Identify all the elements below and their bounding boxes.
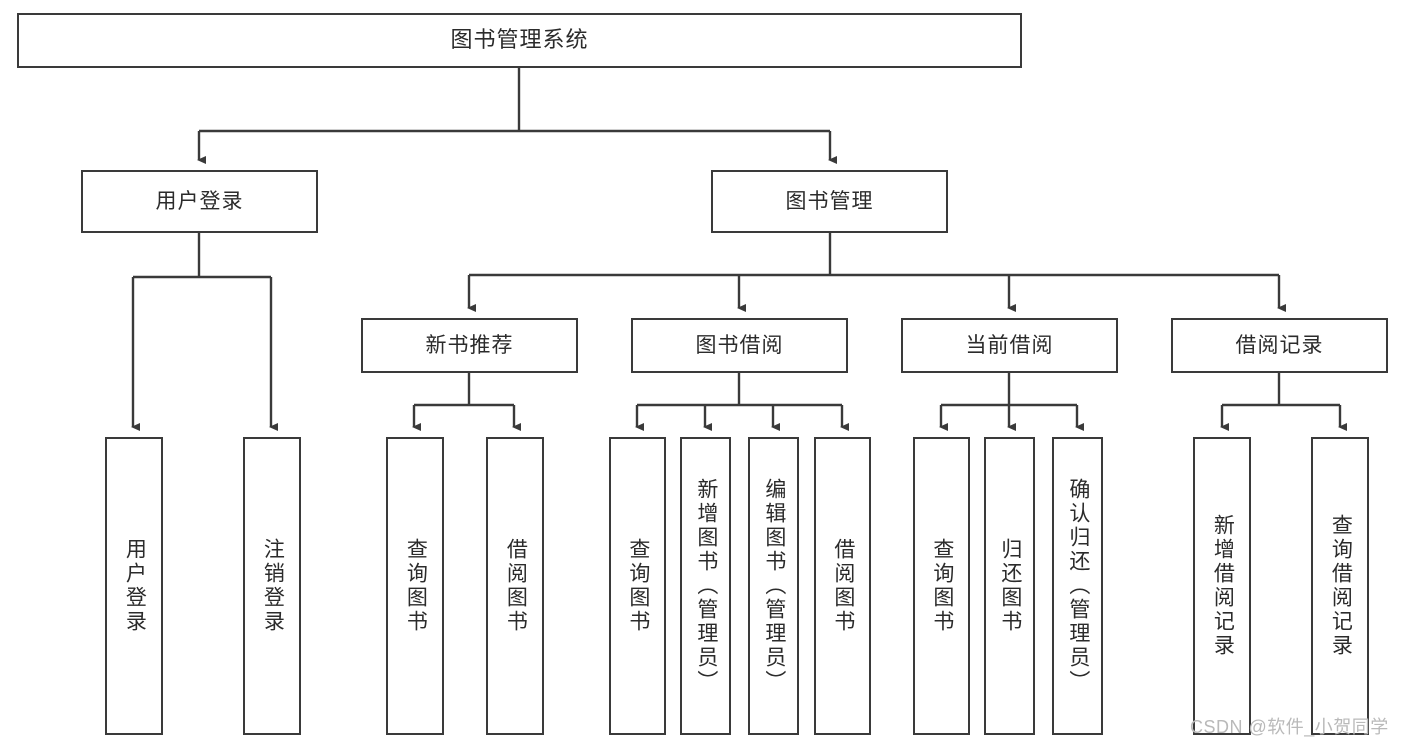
node-borrow-record[interactable]: 借阅记录 [1171, 318, 1388, 373]
node-book-borrow[interactable]: 图书借阅 [631, 318, 848, 373]
leaf-label: 查询图书 [930, 538, 954, 634]
leaf-borrow-record-add[interactable]: 新增借阅记录 [1193, 437, 1251, 735]
node-book-management-label: 图书管理 [785, 189, 874, 213]
leaf-book-borrow-edit[interactable]: 编辑图书（管理员） [748, 437, 799, 735]
node-user-login-label: 用户登录 [155, 189, 244, 213]
node-user-login[interactable]: 用户登录 [81, 170, 318, 233]
leaf-label: 编辑图书（管理员） [762, 478, 786, 694]
leaf-book-borrow-add[interactable]: 新增图书（管理员） [680, 437, 731, 735]
leaf-label: 注销登录 [261, 538, 285, 634]
leaf-book-borrow-borrow[interactable]: 借阅图书 [814, 437, 871, 735]
leaf-book-borrow-query[interactable]: 查询图书 [609, 437, 666, 735]
leaf-label: 查询图书 [626, 538, 650, 634]
leaf-current-borrow-confirm[interactable]: 确认归还（管理员） [1052, 437, 1103, 735]
leaf-label: 查询图书 [404, 538, 428, 634]
leaf-label: 确认归还（管理员） [1066, 478, 1090, 694]
node-new-book-recommend-label: 新书推荐 [425, 333, 514, 357]
leaf-borrow-record-query[interactable]: 查询借阅记录 [1311, 437, 1369, 735]
leaf-current-borrow-query[interactable]: 查询图书 [913, 437, 970, 735]
node-new-book-recommend[interactable]: 新书推荐 [361, 318, 578, 373]
node-book-management[interactable]: 图书管理 [711, 170, 948, 233]
node-book-borrow-label: 图书借阅 [695, 333, 784, 357]
node-root[interactable]: 图书管理系统 [17, 13, 1022, 68]
leaf-new-book-query[interactable]: 查询图书 [386, 437, 444, 735]
leaf-label: 归还图书 [998, 538, 1022, 634]
node-borrow-record-label: 借阅记录 [1235, 333, 1324, 357]
node-current-borrow[interactable]: 当前借阅 [901, 318, 1118, 373]
leaf-label: 借阅图书 [831, 538, 855, 634]
node-root-label: 图书管理系统 [450, 27, 589, 53]
leaf-user-login-logout[interactable]: 注销登录 [243, 437, 301, 735]
leaf-label: 新增图书（管理员） [694, 478, 718, 694]
leaf-label: 查询借阅记录 [1329, 514, 1353, 658]
leaf-user-login-login[interactable]: 用户登录 [105, 437, 163, 735]
leaf-label: 新增借阅记录 [1211, 514, 1235, 658]
leaf-label: 借阅图书 [504, 538, 528, 634]
node-current-borrow-label: 当前借阅 [965, 333, 1054, 357]
leaf-label: 用户登录 [123, 538, 147, 634]
leaf-current-borrow-return[interactable]: 归还图书 [984, 437, 1035, 735]
leaf-new-book-borrow[interactable]: 借阅图书 [486, 437, 544, 735]
